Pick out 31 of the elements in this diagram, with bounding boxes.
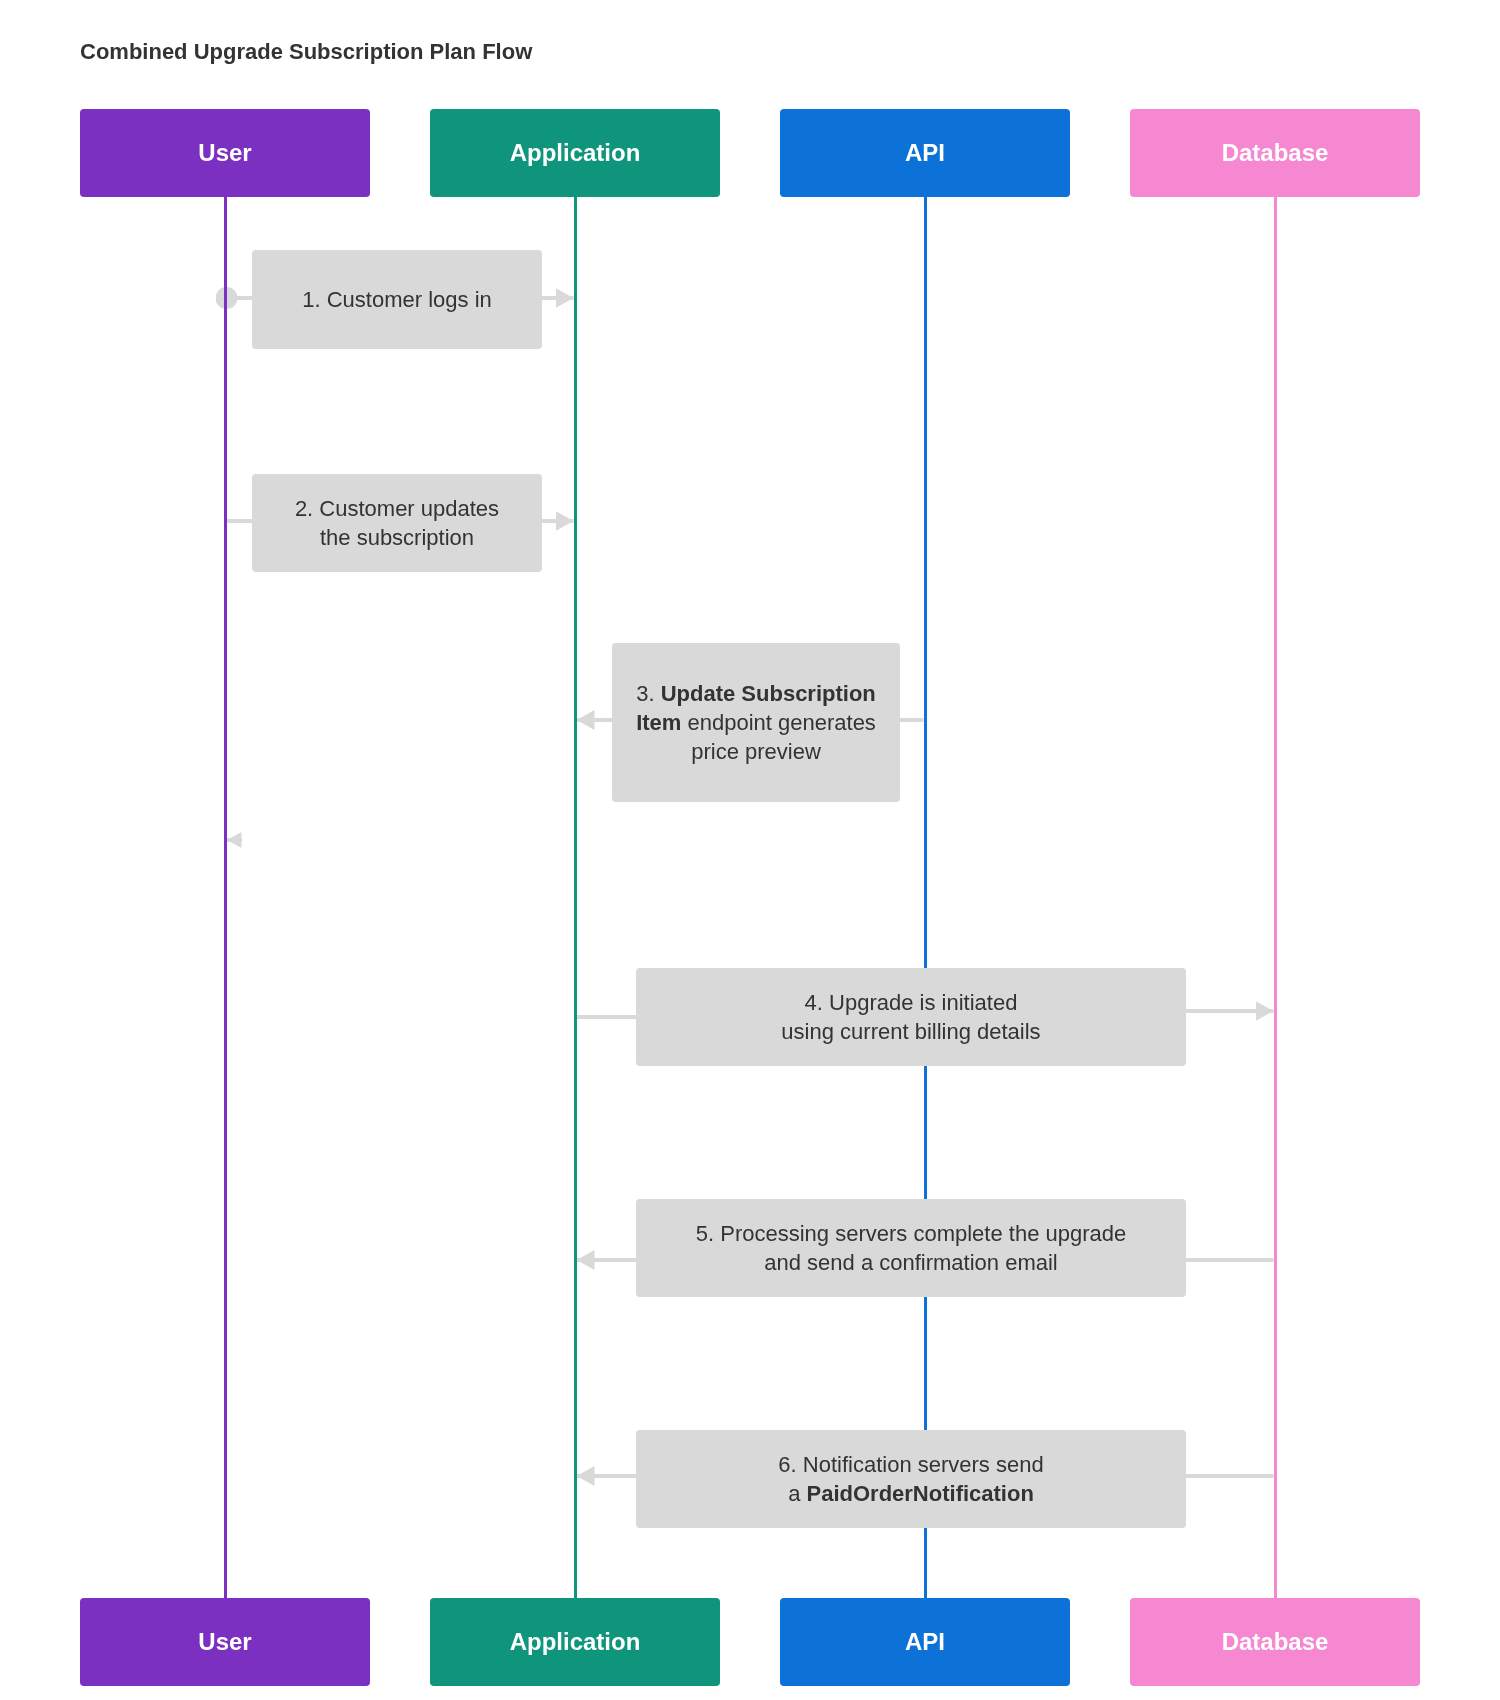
message-box: 5. Processing servers complete the upgrade and send a confirmation email <box>636 1199 1186 1297</box>
participant-header: Application <box>430 1598 720 1686</box>
participant-header: User <box>80 1598 370 1686</box>
arrow <box>542 511 574 531</box>
participant-header: Database <box>1130 1598 1420 1686</box>
participant-header: User <box>80 109 370 197</box>
message-box: 2. Customer updates the subscription <box>252 474 542 572</box>
lifeline <box>223 197 227 1598</box>
lifeline <box>1273 197 1277 1598</box>
arrow <box>542 288 574 308</box>
connector-line <box>900 718 924 722</box>
arrow <box>226 832 242 848</box>
arrow <box>576 1466 636 1486</box>
message-box: 1. Customer logs in <box>252 250 542 349</box>
diagram-title: Combined Upgrade Subscription Plan Flow <box>80 38 533 66</box>
arrow <box>576 1250 636 1270</box>
lifeline <box>573 197 577 1598</box>
arrow <box>1186 1001 1274 1021</box>
connector-line <box>215 287 252 309</box>
connector-line <box>226 519 252 523</box>
participant-header: Application <box>430 109 720 197</box>
connector-line <box>1186 1474 1274 1478</box>
participant-header: Database <box>1130 109 1420 197</box>
connector-line <box>1186 1258 1274 1262</box>
connector-line <box>576 1015 636 1019</box>
message-box: 3. Update Subscription Item endpoint generates price preview <box>612 643 900 802</box>
message-box: 6. Notification servers send a PaidOrderNotification <box>636 1430 1186 1528</box>
participant-header: API <box>780 1598 1070 1686</box>
participant-header: API <box>780 109 1070 197</box>
arrow <box>576 710 612 730</box>
message-box: 4. Upgrade is initiated using current billing details <box>636 968 1186 1066</box>
